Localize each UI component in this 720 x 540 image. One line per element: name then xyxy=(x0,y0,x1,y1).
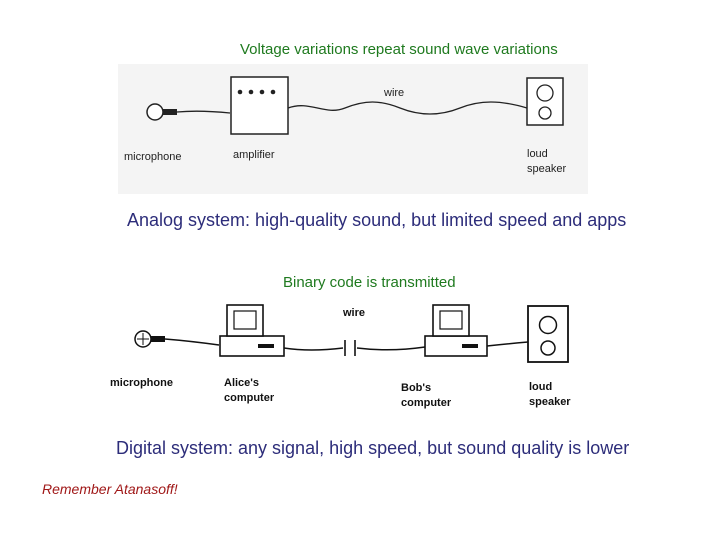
analog-label-speaker-line2: speaker xyxy=(527,163,566,175)
digital-caption-top: Binary code is transmitted xyxy=(283,274,456,291)
digital-label-speaker-line2: speaker xyxy=(529,396,571,408)
analog-speaker-icon xyxy=(526,77,564,126)
digital-microphone-icon xyxy=(134,330,165,348)
digital-mic-cable xyxy=(164,338,220,346)
digital-diagram: microphone Alice's computer wire Bob's c… xyxy=(110,304,571,409)
digital-label-bob-line2: computer xyxy=(401,397,452,409)
analog-label-wire: wire xyxy=(383,87,404,99)
analog-label-speaker-line1: loud xyxy=(527,148,548,160)
analog-label-microphone: microphone xyxy=(124,151,181,163)
analog-diagram: microphone amplifier wire loud speaker xyxy=(118,64,588,194)
digital-label-microphone: microphone xyxy=(110,377,173,389)
alice-computer-icon xyxy=(219,304,285,357)
analog-label-amplifier: amplifier xyxy=(233,149,275,161)
digital-label-alice-line1: Alice's xyxy=(224,377,259,389)
digital-label-alice-line2: computer xyxy=(224,392,275,404)
footer-note: Remember Atanasoff! xyxy=(42,481,178,497)
digital-speaker-cable xyxy=(486,341,529,347)
digital-label-bob-line1: Bob's xyxy=(401,382,431,394)
digital-caption-bottom: Digital system: any signal, high speed, … xyxy=(116,438,630,458)
analog-mic-cable xyxy=(176,110,231,114)
digital-label-speaker-line1: loud xyxy=(529,381,552,393)
bob-computer-icon xyxy=(424,304,488,357)
analog-microphone-icon xyxy=(146,103,177,121)
digital-wire xyxy=(283,340,426,356)
analog-caption-top: Voltage variations repeat sound wave var… xyxy=(240,41,558,58)
digital-label-wire: wire xyxy=(342,307,365,319)
analog-caption-bottom: Analog system: high-quality sound, but l… xyxy=(127,210,627,230)
digital-speaker-icon xyxy=(527,305,569,363)
analog-wire xyxy=(287,101,528,115)
analog-scan-background xyxy=(118,64,588,194)
amplifier-icon xyxy=(230,76,289,135)
